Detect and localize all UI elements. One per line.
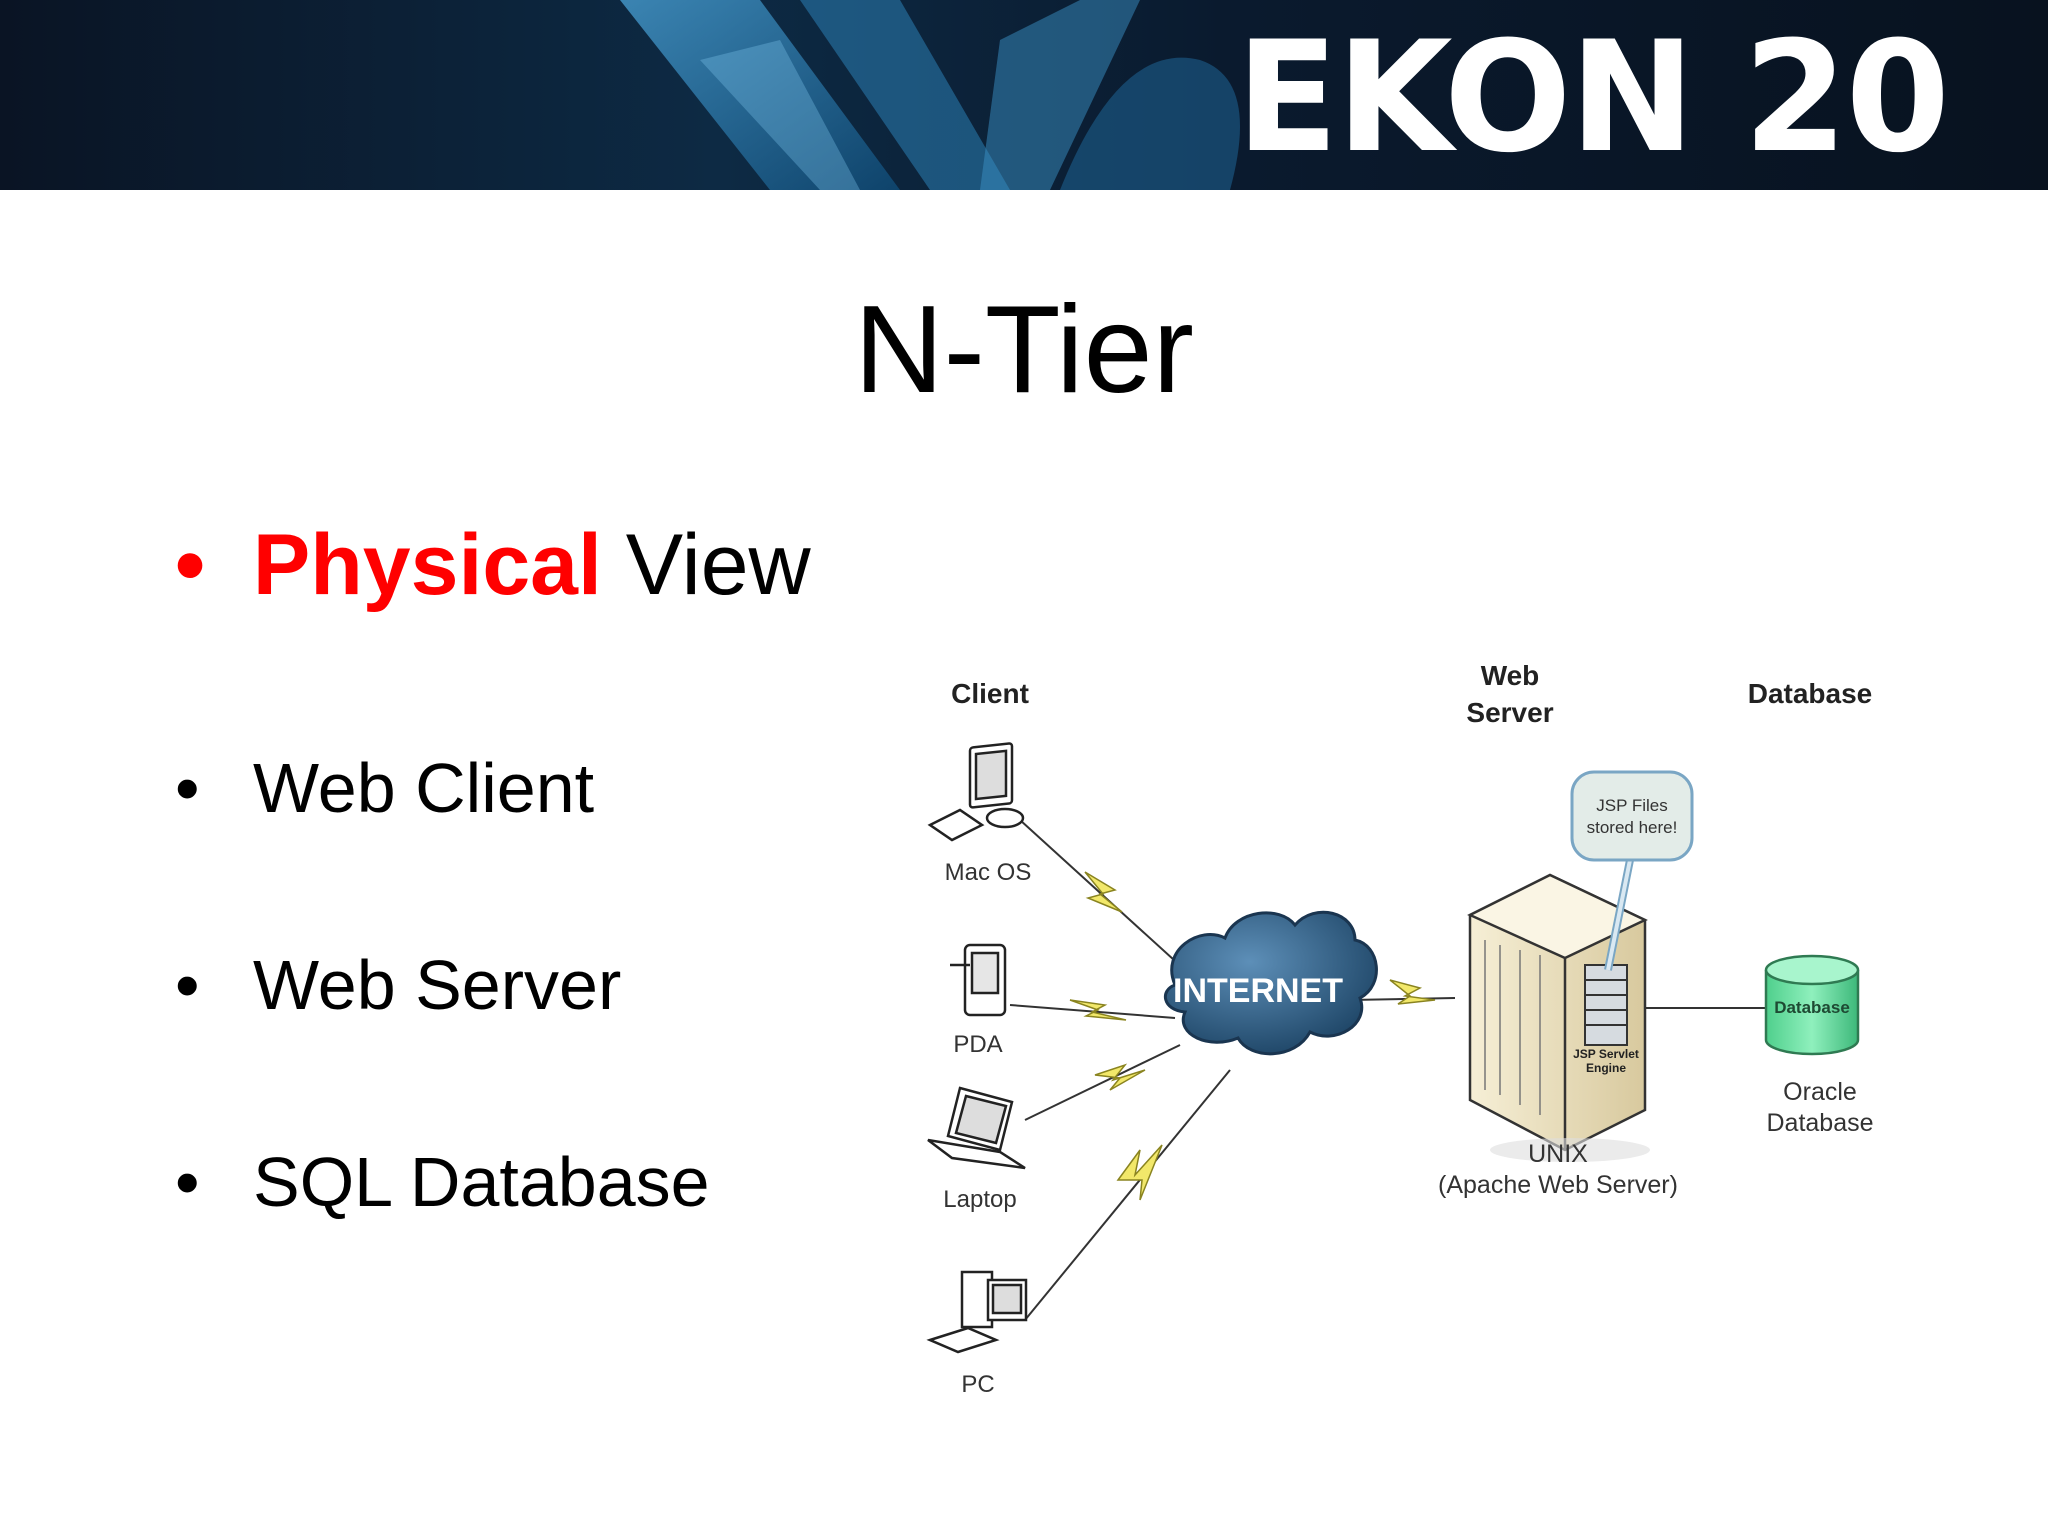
engine-label-line2: Engine	[1586, 1061, 1626, 1075]
internet-label: INTERNET	[1173, 972, 1343, 1010]
bullet-marker: •	[175, 1143, 200, 1221]
client-label-laptop: Laptop	[943, 1186, 1016, 1213]
bullet-web-server: • Web Server	[175, 945, 621, 1025]
bullet-web-client: • Web Client	[175, 748, 594, 828]
internet-cloud-icon	[1164, 910, 1378, 1056]
bullet-label: Web Client	[253, 749, 595, 827]
header-web-server-line2: Server	[1466, 697, 1553, 728]
main-bullet-text: View	[601, 517, 811, 613]
main-bullet-emphasis: Physical	[252, 517, 602, 613]
bullet-label: SQL Database	[253, 1143, 710, 1221]
desktop-monitor-icon	[927, 742, 1025, 842]
laptop-icon	[927, 1086, 1026, 1170]
jsp-files-callout	[1570, 770, 1694, 971]
client-label-pda: PDA	[953, 1031, 1002, 1058]
server-label-line2: (Apache Web Server)	[1438, 1171, 1678, 1199]
header-database: Database	[1748, 678, 1873, 709]
bullet-label: Web Server	[253, 946, 622, 1024]
banner-graphic	[0, 0, 2048, 190]
pda-icon	[950, 943, 1007, 1017]
pc-tower-icon	[926, 1270, 1028, 1354]
header-client: Client	[951, 678, 1029, 709]
bullet-marker: •	[175, 749, 200, 827]
lightning-bolts	[1069, 871, 1436, 1201]
physical-architecture-diagram: Client Web Server Database Mac	[900, 640, 1900, 1420]
diagram-canvas: Client Web Server Database Mac	[926, 660, 1874, 1398]
bullet-sql-database: • SQL Database	[175, 1142, 710, 1222]
client-label-macos: Mac OS	[945, 859, 1032, 886]
bullet-marker: •	[175, 517, 206, 613]
bullet-marker: •	[175, 946, 200, 1024]
db-label-line1: Oracle	[1783, 1078, 1857, 1106]
callout-line2: stored here!	[1587, 818, 1678, 837]
db-cylinder-label: Database	[1774, 998, 1850, 1017]
web-server-icon	[1467, 873, 1650, 1162]
header-web-server-line1: Web	[1481, 660, 1540, 691]
db-label-line2: Database	[1766, 1109, 1873, 1137]
callout-line1: JSP Files	[1596, 796, 1668, 815]
header-banner: EKON 20	[0, 0, 2048, 190]
slide-title: N-Tier	[854, 281, 1194, 419]
database-cylinder-icon	[1764, 954, 1860, 1056]
server-label-line1: UNIX	[1528, 1140, 1588, 1168]
event-logo-text: EKON 20	[1236, 9, 1950, 187]
jsp-engine-icon	[1584, 964, 1628, 1046]
main-bullet: • Physical View	[175, 515, 811, 615]
connection-lines	[1009, 819, 1770, 1321]
engine-label-line1: JSP Servlet	[1573, 1047, 1639, 1061]
client-label-pc: PC	[961, 1371, 994, 1398]
